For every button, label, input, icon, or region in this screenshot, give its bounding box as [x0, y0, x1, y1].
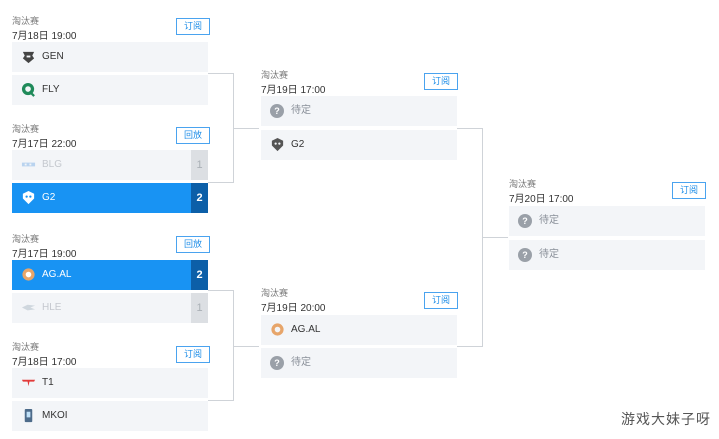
gen-logo-icon: [22, 51, 35, 64]
stage-label: 淘汰赛: [12, 342, 40, 352]
connector-line: [233, 346, 259, 347]
team-row-mkoi[interactable]: MKOI: [12, 401, 208, 431]
team-row-fly[interactable]: FLY: [12, 75, 208, 105]
agal-logo-icon: [22, 268, 35, 281]
replay-button[interactable]: 回放: [176, 236, 210, 253]
connector-line: [233, 290, 234, 401]
team-name: T1: [42, 377, 54, 388]
subscribe-button[interactable]: 订阅: [424, 73, 458, 90]
team-name: GEN: [42, 51, 64, 62]
stage-label: 淘汰赛: [12, 16, 40, 26]
team-row-g2[interactable]: G2: [261, 130, 457, 160]
subscribe-button[interactable]: 订阅: [424, 292, 458, 309]
team-name: FLY: [42, 84, 60, 95]
g2-logo-icon: [22, 190, 35, 205]
team-score: 1: [191, 150, 208, 180]
team-name: 待定: [291, 357, 311, 368]
watermark: 游戏大妹子呀: [621, 412, 711, 428]
question-icon: ?: [270, 356, 284, 370]
team-row-tbd[interactable]: ? 待定: [509, 206, 705, 236]
match-time: 7月20日 17:00: [509, 194, 574, 205]
team-row-agal[interactable]: AG.AL 2: [12, 260, 208, 290]
fly-logo-icon: [21, 82, 35, 97]
team-row-t1[interactable]: T1: [12, 368, 208, 398]
team-name: 待定: [539, 249, 559, 260]
team-score: 1: [191, 293, 208, 323]
match-time: 7月19日 17:00: [261, 85, 326, 96]
subscribe-button[interactable]: 订阅: [176, 346, 210, 363]
team-row-agal[interactable]: AG.AL: [261, 315, 457, 345]
team-name: HLE: [42, 302, 62, 313]
team-name: 待定: [539, 215, 559, 226]
team-name: AG.AL: [291, 324, 321, 335]
team-row-blg[interactable]: BLG 1: [12, 150, 208, 180]
team-row-tbd[interactable]: ? 待定: [509, 240, 705, 270]
subscribe-button[interactable]: 订阅: [176, 18, 210, 35]
blg-logo-icon: [21, 162, 36, 167]
replay-button[interactable]: 回放: [176, 127, 210, 144]
match-time: 7月17日 19:00: [12, 249, 77, 260]
connector-line: [233, 128, 259, 129]
stage-label: 淘汰赛: [261, 288, 289, 298]
team-row-g2[interactable]: G2 2: [12, 183, 208, 213]
stage-label: 淘汰赛: [12, 124, 40, 134]
connector-line: [208, 182, 234, 183]
subscribe-button[interactable]: 订阅: [672, 182, 706, 199]
match-time: 7月18日 17:00: [12, 357, 77, 368]
t1-logo-icon: [21, 379, 36, 387]
team-name: 待定: [291, 105, 311, 116]
connector-line: [208, 400, 234, 401]
question-icon: ?: [518, 248, 532, 262]
team-name: G2: [291, 139, 305, 150]
agal-logo-icon: [271, 323, 284, 336]
question-icon: ?: [270, 104, 284, 118]
mkoi-logo-icon: [24, 408, 33, 423]
team-row-tbd[interactable]: ? 待定: [261, 96, 457, 126]
team-name: AG.AL: [42, 269, 72, 280]
connector-line: [457, 128, 483, 129]
g2-logo-icon: [271, 137, 284, 152]
match-time: 7月19日 20:00: [261, 303, 326, 314]
connector-line: [482, 237, 508, 238]
connector-line: [208, 73, 234, 74]
question-icon: ?: [518, 214, 532, 228]
connector-line: [457, 346, 483, 347]
team-row-gen[interactable]: GEN: [12, 42, 208, 72]
team-name: MKOI: [42, 410, 68, 421]
stage-label: 淘汰赛: [261, 70, 289, 80]
team-row-hle[interactable]: HLE 1: [12, 293, 208, 323]
hle-logo-icon: [21, 304, 36, 311]
match-time: 7月18日 19:00: [12, 31, 77, 42]
team-score: 2: [191, 183, 208, 213]
team-name: BLG: [42, 159, 63, 170]
team-score: 2: [191, 260, 208, 290]
match-time: 7月17日 22:00: [12, 139, 77, 150]
connector-line: [208, 290, 234, 291]
stage-label: 淘汰赛: [12, 234, 40, 244]
stage-label: 淘汰赛: [509, 179, 537, 189]
team-row-tbd[interactable]: ? 待定: [261, 348, 457, 378]
team-name: G2: [42, 192, 56, 203]
